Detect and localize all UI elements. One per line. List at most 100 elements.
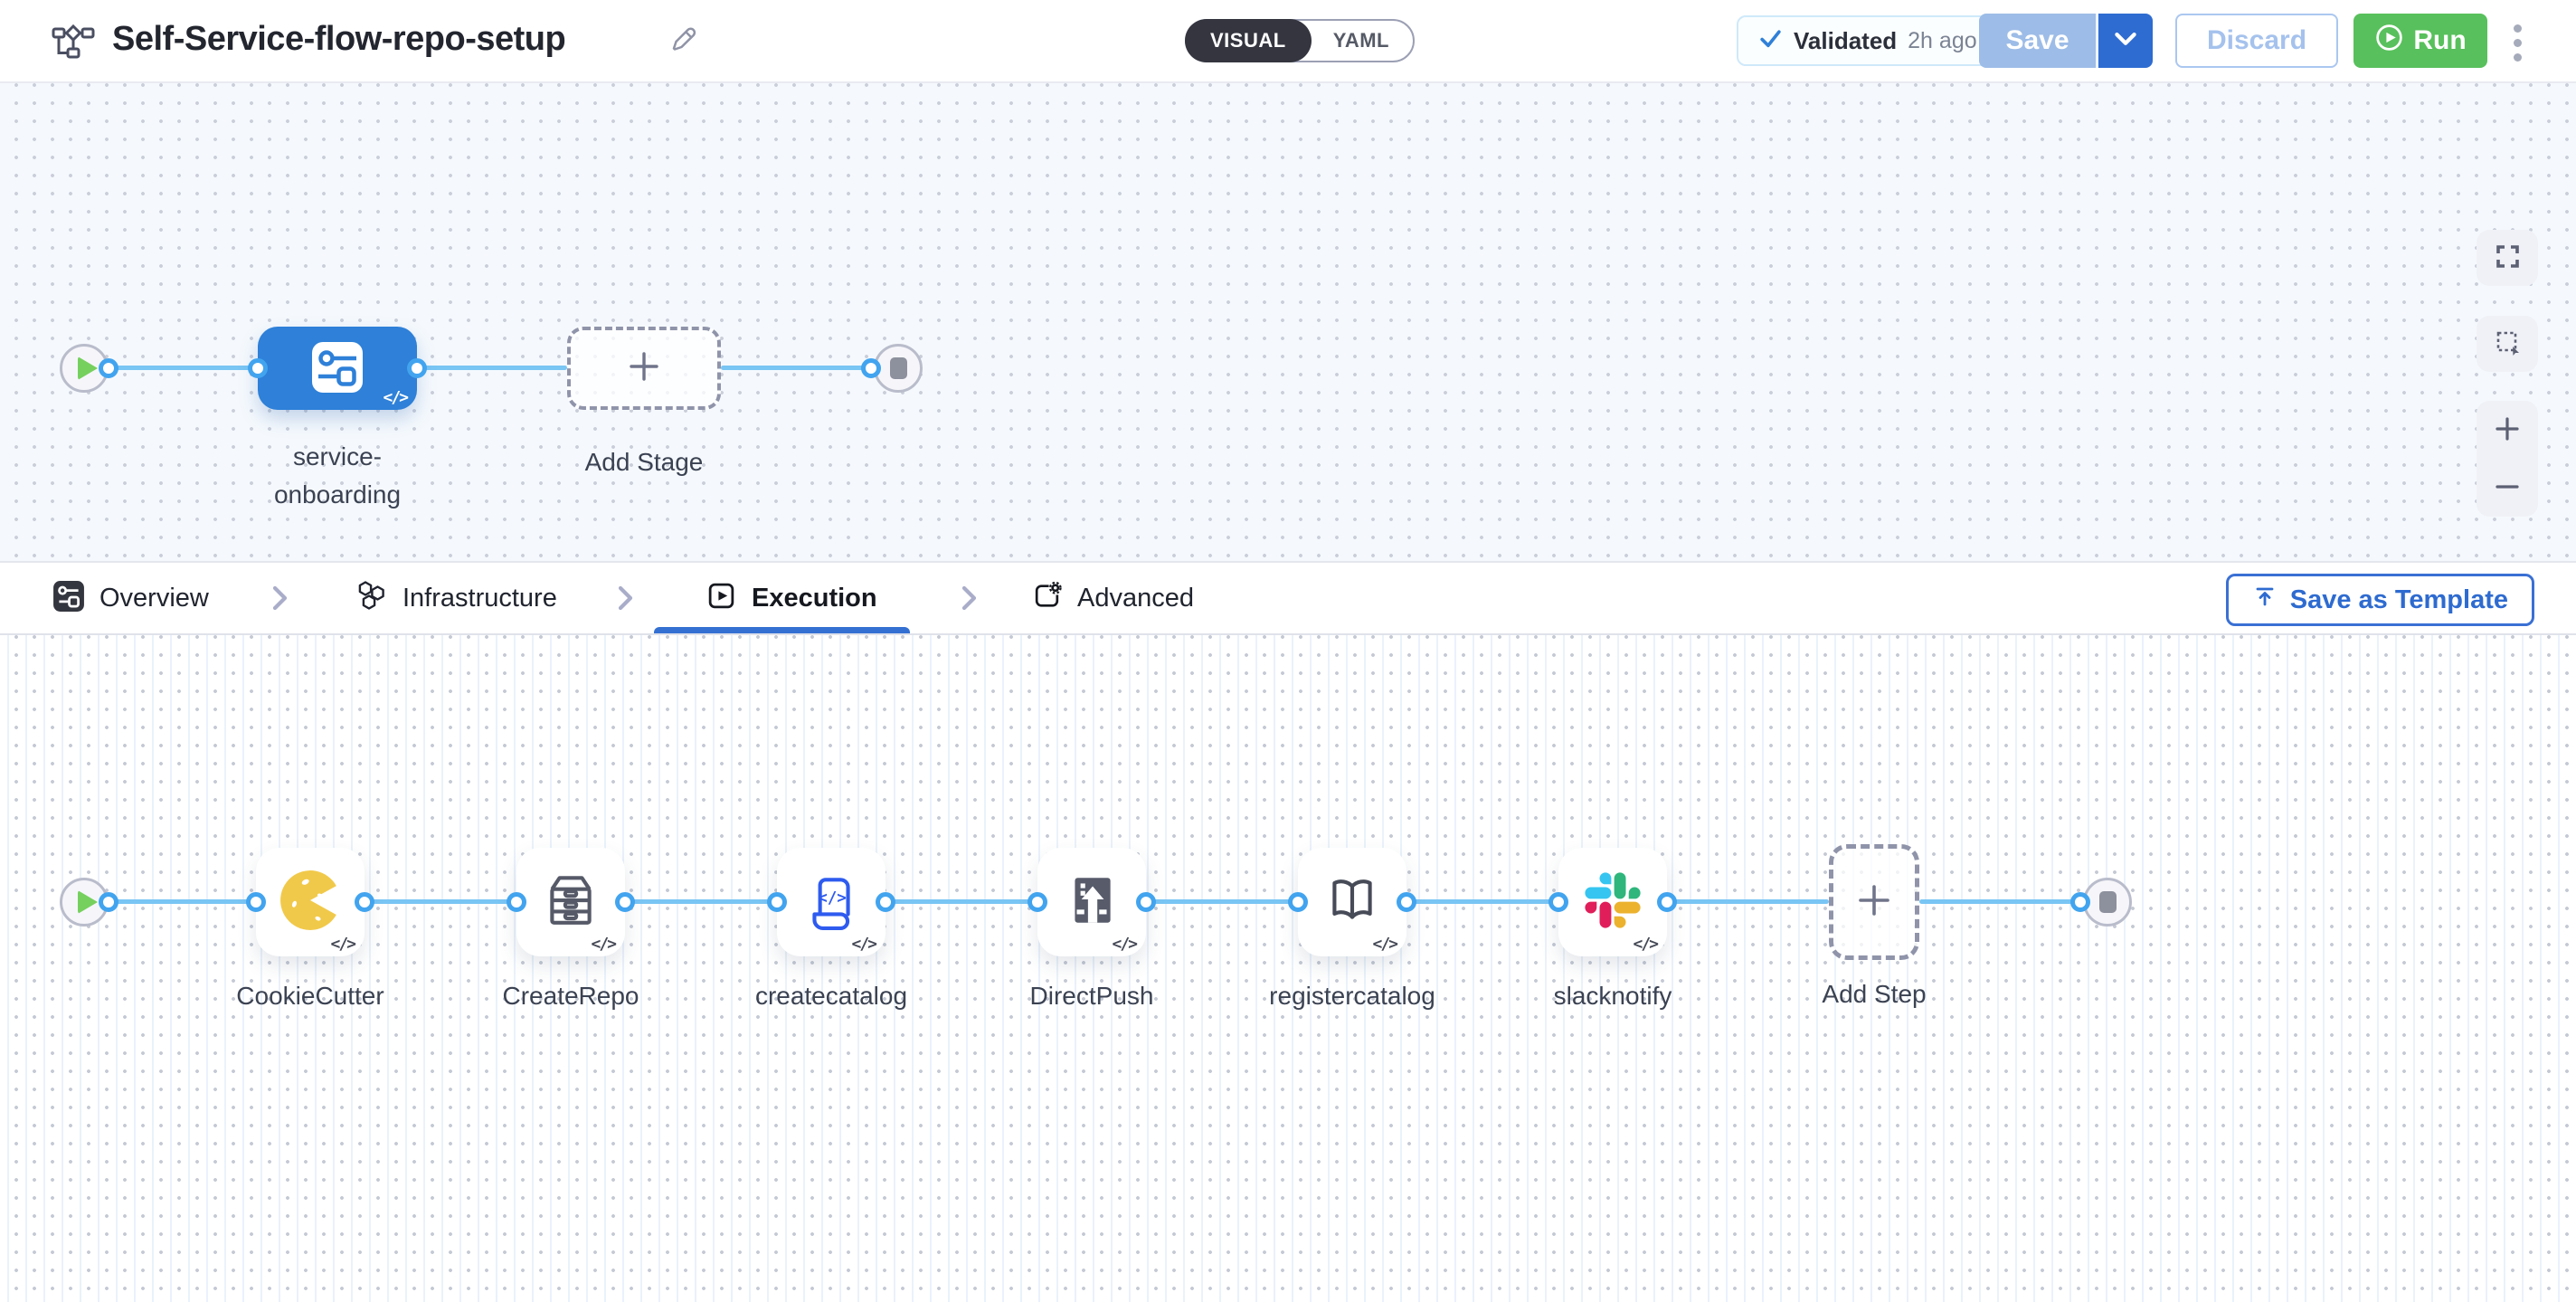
connector-port[interactable] [1397,892,1416,912]
stage-tabbar: Overview Infrastructure Execution [0,561,2576,635]
save-as-template-label: Save as Template [2289,584,2508,614]
validated-time: 2h ago [1908,27,1977,53]
step-node-registercatalog[interactable]: </> [1298,848,1406,956]
tab-label: Execution [752,583,877,613]
save-button[interactable]: Save [1979,14,2098,68]
add-step-label[interactable]: Add Step [1822,980,1927,1008]
stage-node-service-onboarding[interactable]: </> [258,327,417,410]
edge [109,366,258,370]
visual-yaml-toggle: VISUAL YAML [1185,19,1415,62]
header: Self-Service-flow-repo-setup VISUAL YAML… [0,0,2576,83]
step-node-createcatalog[interactable]: </> </> [777,848,886,956]
step-label[interactable]: createcatalog [754,982,908,1010]
svg-text:</>: </> [818,889,847,908]
connector-port[interactable] [767,892,787,912]
code-scroll-icon: </> [801,870,861,935]
step-node-cookiecutter[interactable]: </> [256,848,365,956]
connector-port[interactable] [1136,892,1156,912]
connector-port[interactable] [407,358,427,378]
save-options-button[interactable] [2098,14,2153,68]
validation-badge[interactable]: Validated 2h ago [1737,15,1999,66]
pencil-icon [668,27,698,57]
connector-port[interactable] [1548,892,1568,912]
edit-title-button[interactable] [668,24,698,57]
toggle-yaml[interactable]: YAML [1332,29,1389,52]
start-play-icon [77,890,98,914]
tab-label: Infrastructure [402,583,557,613]
execution-canvas[interactable]: </> </> </> </> [0,635,2576,1302]
execution-end-node [2083,878,2132,927]
marquee-select-icon [2494,328,2522,359]
discard-button[interactable]: Discard [2175,14,2338,68]
zoom-in-button[interactable] [2477,401,2538,459]
zoom-out-button[interactable] [2477,459,2538,517]
tab-overview[interactable]: Overview [52,563,209,633]
slack-icon [1585,871,1641,933]
connector-port[interactable] [1288,892,1308,912]
save-as-template-button[interactable]: Save as Template [2225,574,2534,626]
edge [1919,899,2080,904]
add-stage-label[interactable]: Add Stage [584,448,704,476]
check-icon [1758,26,1783,55]
code-badge: </> [851,935,876,954]
connector-port[interactable] [876,892,895,912]
tab-label: Advanced [1077,583,1194,613]
stage-canvas[interactable]: </> service-onboarding Add Stage [0,83,2576,561]
connector-port[interactable] [2070,892,2090,912]
marquee-select-button[interactable] [2477,316,2538,372]
fullscreen-icon [2494,242,2522,273]
edge [417,366,567,370]
step-label[interactable]: registercatalog [1269,982,1435,1010]
kebab-menu[interactable] [2505,18,2529,67]
chevron-right-icon [270,563,290,633]
tab-infrastructure[interactable]: Infrastructure [355,563,557,633]
plus-icon [626,348,662,389]
stop-icon [2098,891,2117,913]
connector-port[interactable] [861,358,881,378]
add-stage-node[interactable] [567,327,721,410]
step-label[interactable]: slacknotify [1553,982,1672,1010]
connector-port[interactable] [1657,892,1677,912]
edge [1146,899,1298,904]
connector-port[interactable] [507,892,526,912]
code-badge: </> [1112,935,1137,954]
fullscreen-button[interactable] [2477,230,2538,286]
edge [1667,899,1829,904]
connector-port[interactable] [246,892,266,912]
step-label[interactable]: CreateRepo [502,982,639,1010]
plus-icon [1854,880,1894,925]
step-node-createrepo[interactable]: </> [516,848,625,956]
edge [721,366,871,370]
step-label[interactable]: DirectPush [1029,982,1154,1010]
page-title: Self-Service-flow-repo-setup [112,20,566,58]
connector-port[interactable] [248,358,268,378]
toggle-visual[interactable]: VISUAL [1185,19,1312,62]
advanced-gear-icon [1031,580,1063,616]
tab-label: Overview [99,583,209,613]
cookiecutter-icon [279,870,341,936]
tab-advanced[interactable]: Advanced [1031,563,1194,633]
connector-port[interactable] [1028,892,1047,912]
overview-stage-icon [52,580,85,617]
push-upload-icon [1062,870,1122,935]
play-circle-icon [2374,23,2404,60]
stage-label[interactable]: service-onboarding [273,442,402,508]
plus-icon [2492,413,2523,447]
connector-port[interactable] [99,892,118,912]
chevron-right-icon [959,563,980,633]
step-label[interactable]: CookieCutter [236,982,384,1010]
active-tab-underline [654,627,910,633]
tab-execution[interactable]: Execution [706,563,877,633]
edge [109,899,256,904]
run-button[interactable]: Run [2353,14,2487,68]
connector-port[interactable] [99,358,118,378]
add-step-node[interactable] [1829,844,1919,960]
edge [625,899,777,904]
pipeline-icon [51,22,96,66]
connector-port[interactable] [615,892,635,912]
chevron-right-icon [615,563,636,633]
step-node-slacknotify[interactable]: </> [1558,848,1667,956]
connector-port[interactable] [355,892,374,912]
step-node-directpush[interactable]: </> [1037,848,1146,956]
